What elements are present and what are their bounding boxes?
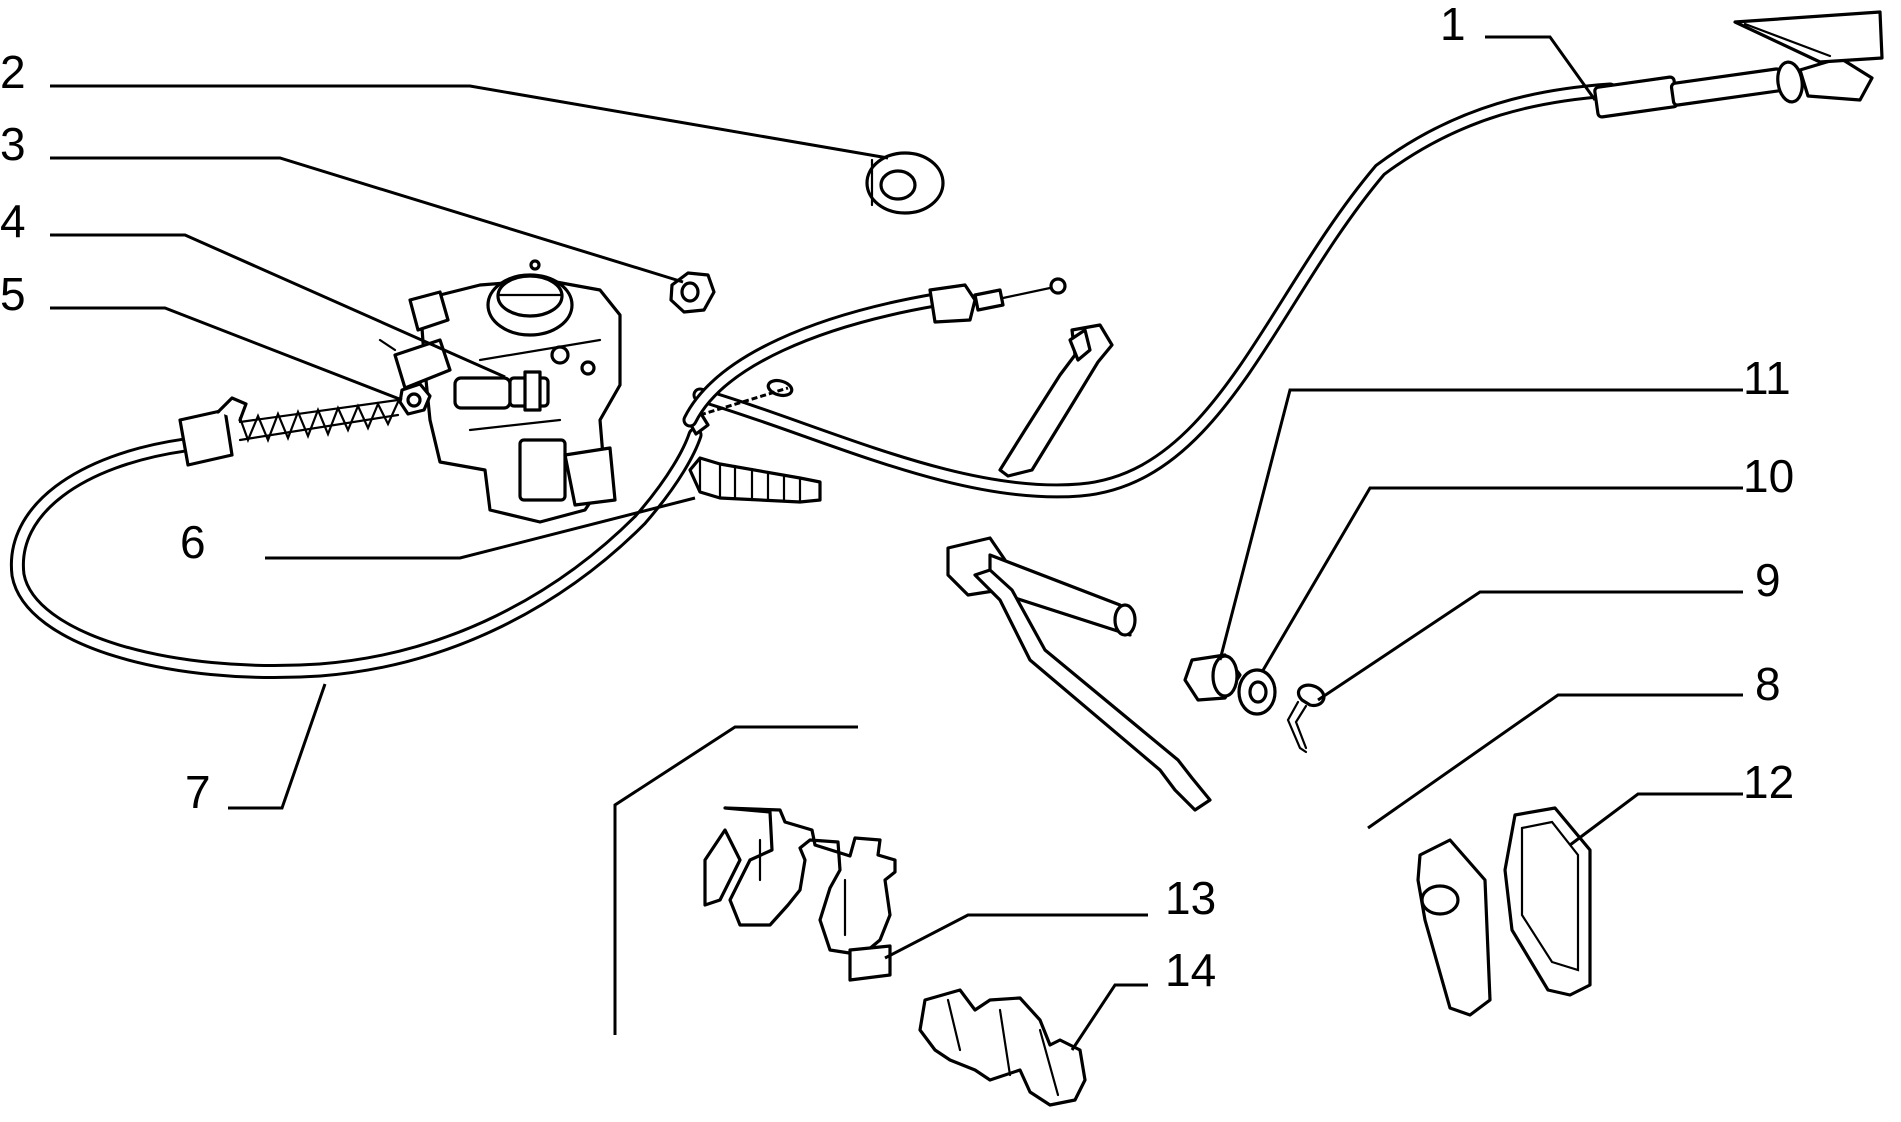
callout-12: 12: [1743, 756, 1794, 808]
callout-11: 11: [1743, 352, 1791, 404]
part-11-bush: [1183, 653, 1242, 702]
callout-1: 1: [1440, 0, 1466, 50]
leader-11: [1218, 388, 1743, 661]
leader-lines: [50, 35, 1743, 1051]
callout-13: 13: [1165, 872, 1216, 924]
callout-3: 3: [0, 118, 26, 170]
part-9-split-pin: [1286, 683, 1326, 754]
leader-14: [1070, 983, 1148, 1051]
part-8-accelerator-pedal: [946, 323, 1492, 1017]
leader-3: [50, 156, 684, 284]
part-13-double-clip: [703, 806, 897, 982]
callout-5: 5: [0, 268, 26, 320]
part-12-pedal-pad: [1503, 806, 1592, 997]
part-2-grommet: [865, 151, 945, 215]
part-10-washer: [1237, 668, 1277, 716]
part-7-accelerator-cable: [9, 386, 789, 680]
leader-10: [1260, 486, 1743, 673]
part-1-hand-throttle-cable: [692, 10, 1884, 499]
callout-8: 8: [1755, 658, 1781, 710]
callout-2: 2: [0, 46, 26, 98]
callout-7: 7: [185, 766, 211, 818]
leader-5: [50, 306, 403, 402]
callout-numbers: 1 2 3 4 5 6 7 8 9 10 11 12 13 14: [0, 0, 1794, 996]
callout-9: 9: [1755, 554, 1781, 606]
part-5-adjuster-nut: [398, 382, 432, 416]
callout-10: 10: [1743, 450, 1794, 502]
choke-cable: [682, 277, 1067, 428]
leader-8: [1367, 693, 1743, 830]
leader-4: [50, 233, 506, 379]
callout-14: 14: [1165, 944, 1216, 996]
leader-group-clips: [613, 725, 858, 1035]
leader-12: [1569, 792, 1743, 847]
leader-2: [50, 84, 889, 160]
callout-4: 4: [0, 195, 26, 247]
leader-13: [884, 913, 1148, 960]
leader-9: [1317, 590, 1743, 702]
leader-6: [265, 496, 696, 560]
leader-7: [228, 683, 327, 810]
callout-6: 6: [180, 516, 206, 568]
part-14-clip: [918, 988, 1087, 1107]
part-6-rubber-boot: [688, 456, 822, 504]
part-4-cable-clamp: [508, 370, 550, 412]
leader-1: [1485, 35, 1597, 101]
